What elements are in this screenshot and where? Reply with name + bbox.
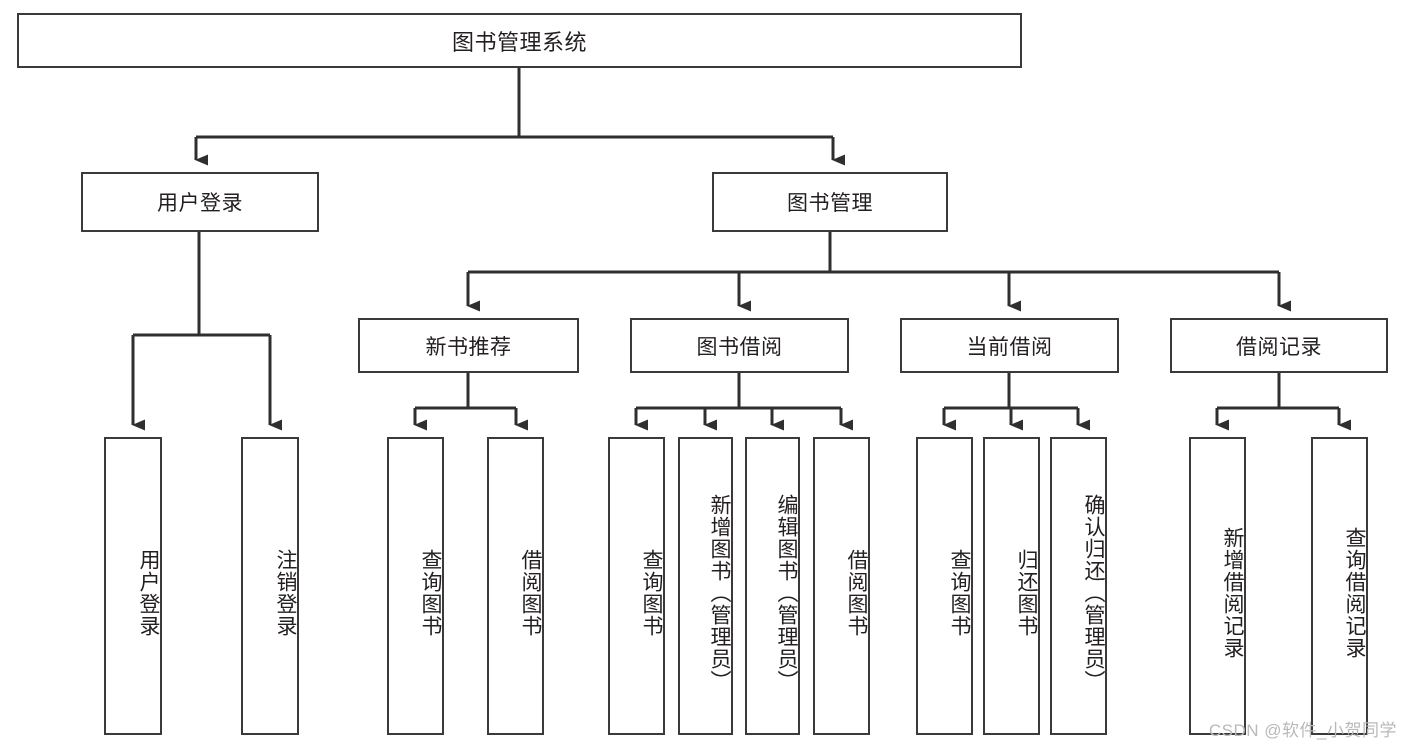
leaf-label: 查询借阅记录 bbox=[1343, 527, 1366, 659]
leaf-label: 注销登录 bbox=[274, 549, 297, 637]
leaf-add-borrow-record[interactable]: 新增借阅记录 bbox=[1189, 437, 1246, 735]
leaf-label: 确认归还（管理员） bbox=[1082, 494, 1105, 692]
leaf-label: 新增图书（管理员） bbox=[708, 494, 731, 692]
leaf-label: 编辑图书（管理员） bbox=[775, 494, 798, 692]
leaf-return-book[interactable]: 归还图书 bbox=[983, 437, 1040, 735]
leaf-borrow-book-recommend[interactable]: 借阅图书 bbox=[487, 437, 544, 735]
node-borrow-record[interactable]: 借阅记录 bbox=[1170, 318, 1388, 373]
node-root-system[interactable]: 图书管理系统 bbox=[17, 13, 1022, 68]
leaf-label: 用户登录 bbox=[137, 549, 160, 637]
leaf-label: 借阅图书 bbox=[519, 549, 542, 637]
node-new-book-recommend[interactable]: 新书推荐 bbox=[358, 318, 579, 373]
leaf-label: 归还图书 bbox=[1015, 549, 1038, 637]
leaf-label: 查询图书 bbox=[640, 549, 663, 637]
leaf-label: 借阅图书 bbox=[845, 549, 868, 637]
leaf-user-login[interactable]: 用户登录 bbox=[104, 437, 162, 735]
leaf-borrow-book[interactable]: 借阅图书 bbox=[813, 437, 870, 735]
node-book-management[interactable]: 图书管理 bbox=[712, 172, 948, 232]
leaf-confirm-return-admin[interactable]: 确认归还（管理员） bbox=[1050, 437, 1107, 735]
leaf-edit-book-admin[interactable]: 编辑图书（管理员） bbox=[745, 437, 800, 735]
leaf-label: 查询图书 bbox=[948, 549, 971, 637]
leaf-add-book-admin[interactable]: 新增图书（管理员） bbox=[678, 437, 733, 735]
leaf-query-book-recommend[interactable]: 查询图书 bbox=[387, 437, 444, 735]
node-user-login[interactable]: 用户登录 bbox=[81, 172, 319, 232]
node-book-borrow[interactable]: 图书借阅 bbox=[630, 318, 849, 373]
leaf-logout-login[interactable]: 注销登录 bbox=[241, 437, 299, 735]
leaf-query-book-current[interactable]: 查询图书 bbox=[916, 437, 973, 735]
node-current-borrow[interactable]: 当前借阅 bbox=[900, 318, 1119, 373]
watermark: CSDN @软件_小贺同学 bbox=[1208, 721, 1397, 740]
leaf-query-borrow-record[interactable]: 查询借阅记录 bbox=[1311, 437, 1368, 735]
leaf-label: 新增借阅记录 bbox=[1221, 527, 1244, 659]
leaf-query-book[interactable]: 查询图书 bbox=[608, 437, 665, 735]
leaf-label: 查询图书 bbox=[419, 549, 442, 637]
